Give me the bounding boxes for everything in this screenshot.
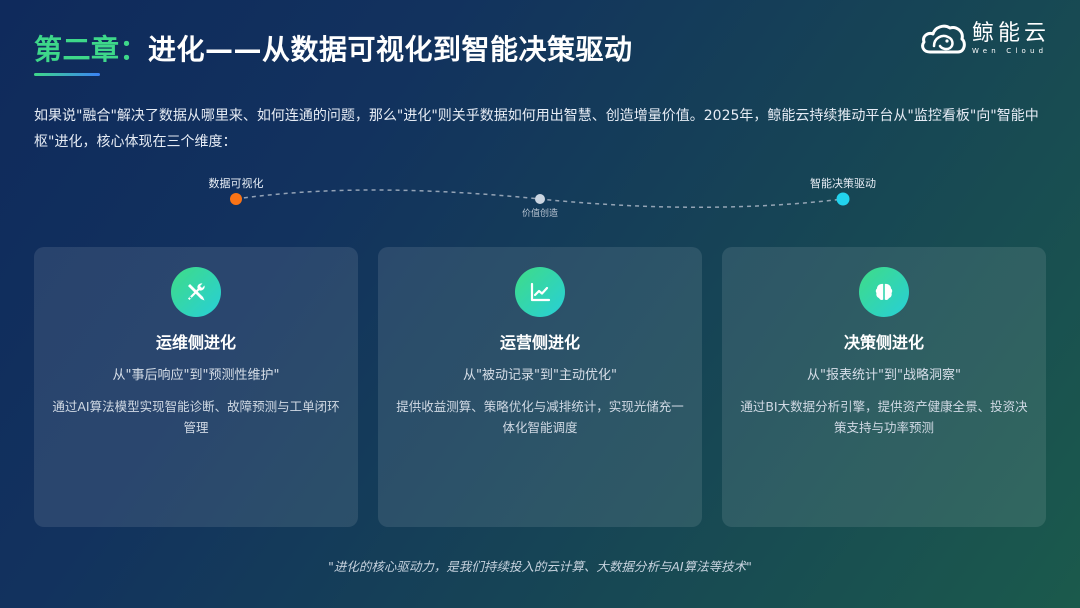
brand-name-cn: 鲸能云 (972, 21, 1051, 46)
card-subtitle: 从"事后响应"到"预测性维护" (112, 368, 280, 383)
timeline-start-dot (230, 193, 242, 205)
brand-name-en: Wen Cloud (972, 47, 1048, 55)
card-title: 决策侧进化 (843, 333, 924, 352)
title-underline (34, 73, 100, 76)
chapter-label: 第二章： (34, 33, 149, 66)
line-chart-icon (530, 282, 551, 302)
card-icon-badge (859, 267, 909, 317)
brain-icon (875, 283, 893, 300)
tools-wrench-screwdriver-icon (188, 283, 205, 301)
card-title: 运维侧进化 (155, 333, 236, 352)
card-icon-badge (515, 267, 565, 317)
card-description: 通过AI算法模型实现智能诊断、故障预测与工单闭环管理 (52, 399, 340, 435)
timeline-end-label: 智能决策驱动 (810, 177, 876, 190)
card-subtitle: 从"报表统计"到"战略洞察" (807, 368, 961, 383)
card-description: 通过BI大数据分析引擎，提供资产健康全景、投资决策支持与功率预测 (740, 399, 1028, 435)
card-icon-badge (171, 267, 221, 317)
card-title: 运营侧进化 (499, 333, 580, 352)
cloud-whale-icon (921, 24, 966, 54)
timeline-curve (230, 189, 850, 208)
brand-logo: 鲸能云 Wen Cloud (920, 22, 1050, 56)
timeline-end-dot (836, 192, 850, 206)
timeline-middle-label: 价值创造 (521, 209, 559, 219)
card-operations-maintenance: 运维侧进化 从"事后响应"到"预测性维护" 通过AI算法模型实现智能诊断、故障预… (34, 247, 358, 527)
card-subtitle: 从"被动记录"到"主动优化" (463, 368, 617, 383)
chapter-title: 进化——从数据可视化到智能决策驱动 (148, 33, 633, 66)
card-description: 提供收益测算、策略优化与减排统计，实现光储充一体化智能调度 (396, 399, 684, 435)
intro-paragraph: 如果说"融合"解决了数据从哪里来、如何连通的问题，那么"进化"则关乎数据如何用出… (34, 108, 1039, 150)
evolution-timeline: 数据可视化 价值创造 智能决策驱动 (0, 165, 1080, 225)
footer-quote: "进化的核心驱动力，是我们持续投入的云计算、大数据分析与AI算法等技术" (328, 559, 752, 574)
page-title: 第二章：进化——从数据可视化到智能决策驱动 (34, 30, 633, 70)
timeline-start-label: 数据可视化 (208, 177, 264, 190)
evolution-cards: 运维侧进化 从"事后响应"到"预测性维护" 通过AI算法模型实现智能诊断、故障预… (34, 247, 1046, 527)
card-operations-business: 运营侧进化 从"被动记录"到"主动优化" 提供收益测算、策略优化与减排统计，实现… (378, 247, 702, 527)
card-decision: 决策侧进化 从"报表统计"到"战略洞察" 通过BI大数据分析引擎，提供资产健康全… (722, 247, 1046, 527)
timeline-middle-dot (535, 194, 545, 204)
